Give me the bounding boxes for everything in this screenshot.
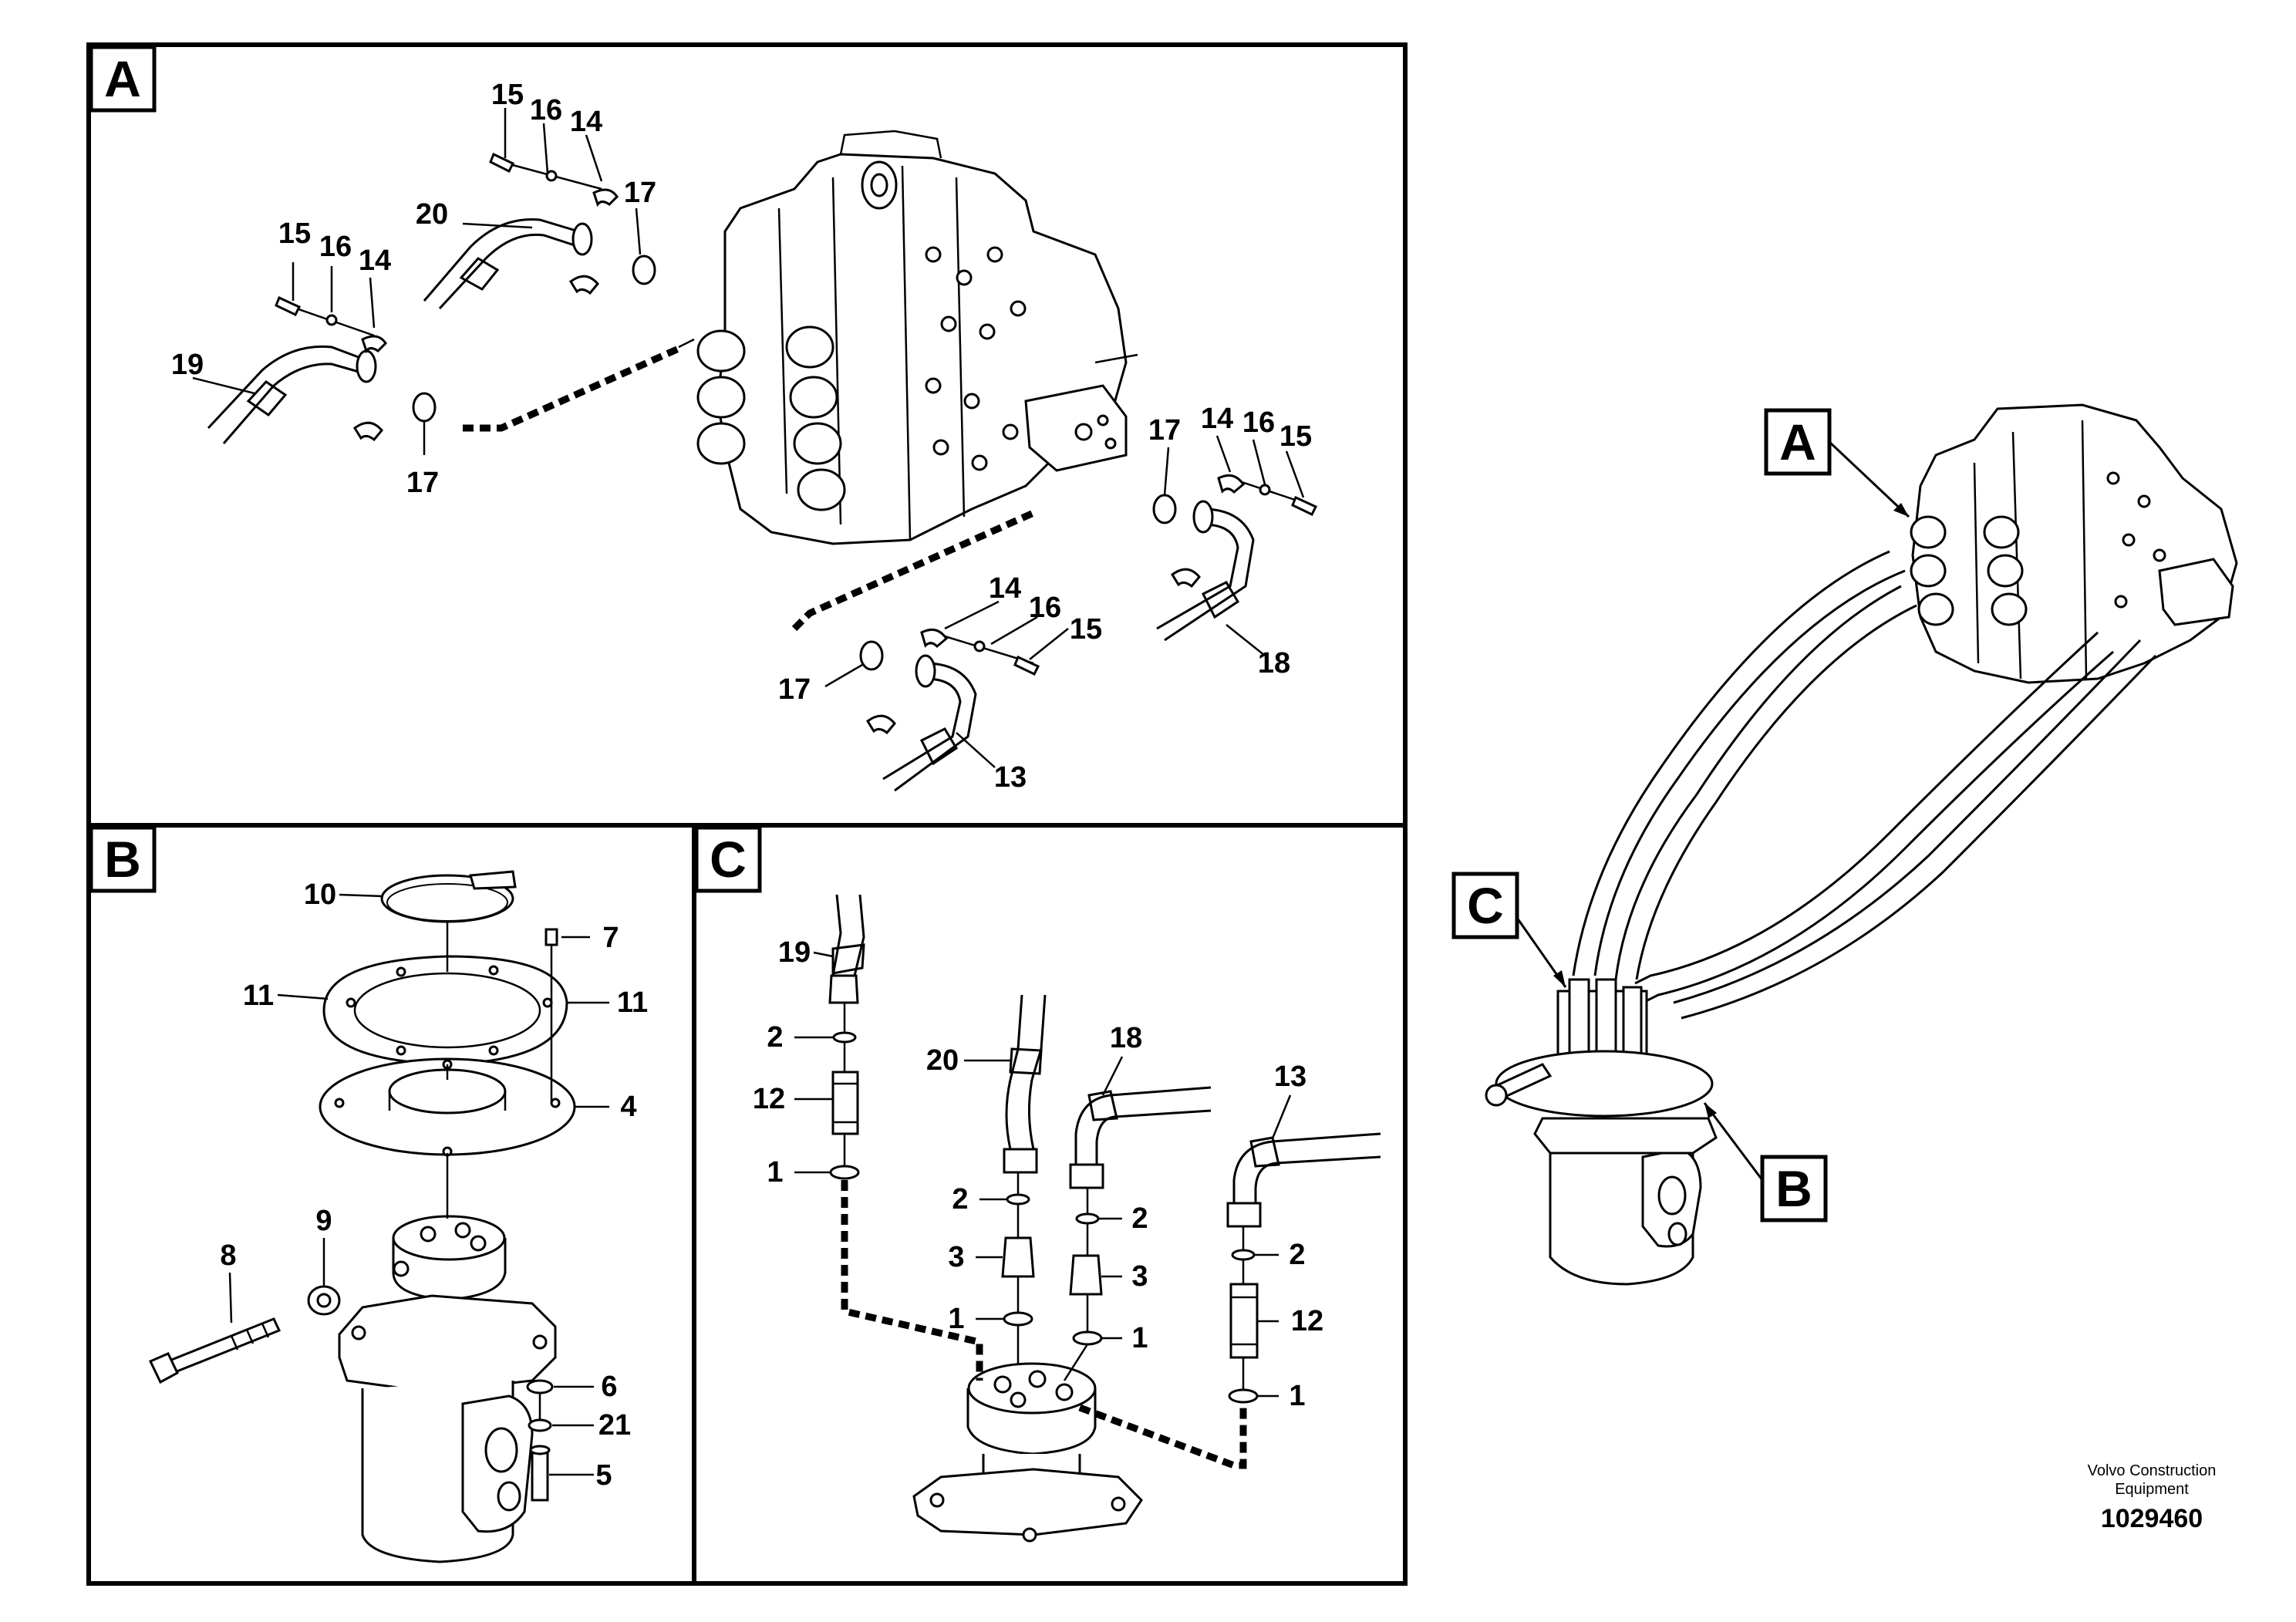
panel-a-small-parts — [275, 152, 1318, 735]
svg-text:4: 4 — [620, 1091, 636, 1123]
panel-a-label: A — [89, 45, 157, 113]
svg-text:15: 15 — [1070, 613, 1102, 646]
panel-b-label: B — [89, 825, 157, 893]
svg-text:C: C — [1467, 877, 1504, 934]
svg-text:17: 17 — [406, 467, 439, 499]
panel-a-leaders — [192, 108, 1305, 768]
panel-b-leaders — [228, 893, 609, 1476]
svg-text:14: 14 — [570, 106, 602, 138]
svg-text:A: A — [1779, 413, 1816, 470]
svg-text:13: 13 — [1274, 1061, 1306, 1093]
svg-text:11: 11 — [243, 980, 274, 1012]
svg-text:Equipment: Equipment — [2115, 1481, 2189, 1498]
svg-text:7: 7 — [602, 922, 619, 954]
svg-text:17: 17 — [624, 177, 656, 209]
svg-text:2: 2 — [1289, 1239, 1305, 1271]
svg-text:11: 11 — [617, 986, 648, 1019]
svg-text:17: 17 — [1148, 414, 1181, 447]
svg-text:5: 5 — [595, 1459, 612, 1492]
hose-20 — [423, 218, 593, 310]
panel-a-dashed-line-2 — [791, 509, 1035, 632]
svg-text:19: 19 — [778, 936, 811, 969]
overview-assembly — [1485, 403, 2238, 1286]
svg-text:1029460: 1029460 — [2101, 1504, 2203, 1533]
svg-text:1: 1 — [1131, 1322, 1148, 1354]
svg-text:18: 18 — [1110, 1022, 1142, 1054]
svg-text:13: 13 — [994, 761, 1027, 794]
control-valve-block — [696, 130, 1138, 545]
svg-text:14: 14 — [1201, 403, 1233, 435]
svg-text:3: 3 — [1131, 1260, 1148, 1293]
svg-text:B: B — [1775, 1160, 1812, 1217]
svg-text:1: 1 — [767, 1156, 783, 1189]
svg-text:15: 15 — [491, 79, 524, 111]
svg-text:15: 15 — [278, 218, 311, 250]
overview-callout-a: A — [1764, 408, 1910, 518]
hose-13 — [882, 654, 977, 792]
svg-text:2: 2 — [952, 1183, 968, 1216]
svg-text:1: 1 — [1289, 1380, 1305, 1412]
svg-text:9: 9 — [315, 1205, 332, 1237]
drawing-footer: Volvo Construction Equipment 1029460 — [2088, 1462, 2217, 1533]
panel-c-dashed-line-1 — [841, 1180, 983, 1381]
svg-text:1: 1 — [948, 1303, 964, 1335]
panel-c-frame — [692, 823, 1408, 1586]
panel-c-parts — [828, 894, 1381, 1543]
panel-c-leaders — [794, 951, 1292, 1398]
panel-b-callouts: 10 7 11 11 4 9 8 6 21 5 — [220, 878, 648, 1492]
svg-text:B: B — [104, 831, 141, 888]
svg-text:14: 14 — [989, 572, 1021, 605]
svg-text:18: 18 — [1258, 647, 1290, 679]
panel-c-callouts: 19 2 12 1 20 18 13 2 3 1 2 3 1 2 12 1 — [753, 936, 1323, 1412]
overview-callout-c: C — [1451, 872, 1567, 988]
hose-18 — [1156, 500, 1255, 642]
overview-callout-b: B — [1703, 1102, 1828, 1222]
svg-text:15: 15 — [1279, 420, 1312, 453]
svg-text:Volvo Construction: Volvo Construction — [2088, 1462, 2217, 1479]
svg-text:16: 16 — [530, 94, 562, 126]
panel-c-label: C — [694, 825, 762, 893]
panel-b-parts — [148, 870, 576, 1563]
svg-text:2: 2 — [1131, 1202, 1148, 1235]
svg-text:21: 21 — [598, 1409, 631, 1442]
svg-text:12: 12 — [1291, 1305, 1323, 1337]
svg-text:6: 6 — [601, 1371, 617, 1403]
panel-a-callouts: 15 16 14 20 17 15 16 14 19 17 17 14 16 1… — [171, 79, 1312, 794]
svg-text:16: 16 — [1029, 592, 1061, 624]
svg-text:17: 17 — [778, 673, 811, 706]
svg-text:8: 8 — [220, 1239, 236, 1272]
svg-text:3: 3 — [948, 1241, 964, 1273]
svg-text:20: 20 — [416, 198, 448, 231]
svg-text:14: 14 — [359, 244, 391, 277]
svg-text:19: 19 — [171, 349, 204, 381]
svg-text:20: 20 — [926, 1044, 959, 1077]
svg-text:16: 16 — [319, 231, 352, 263]
hose-19 — [207, 345, 377, 444]
svg-text:A: A — [104, 50, 141, 107]
panel-a-dashed-line-1 — [463, 345, 680, 432]
svg-text:12: 12 — [753, 1083, 785, 1115]
svg-text:16: 16 — [1242, 406, 1275, 439]
svg-text:C: C — [710, 831, 747, 888]
panel-c-dashed-line-2 — [1078, 1404, 1247, 1469]
svg-text:2: 2 — [767, 1021, 783, 1054]
svg-text:10: 10 — [304, 878, 336, 911]
